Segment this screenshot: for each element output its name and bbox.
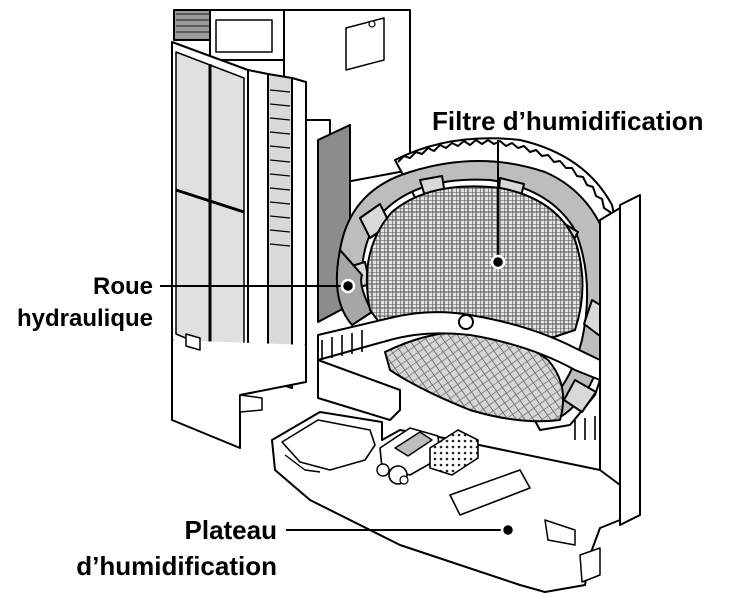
unit-housing bbox=[171, 9, 411, 449]
tray-label-line1: Plateau bbox=[184, 515, 278, 545]
wheel-leader-dot bbox=[340, 278, 356, 294]
tray-label: Plateau d’humidification bbox=[76, 517, 277, 579]
water-tray bbox=[271, 411, 621, 593]
filter-label: Filtre d’humidification bbox=[432, 106, 704, 136]
tray-leader-dot bbox=[500, 522, 516, 538]
water-wheel-label-line1: Roue bbox=[93, 273, 153, 300]
water-wheel-label: Roue hydraulique bbox=[17, 275, 153, 331]
filter-frame bbox=[317, 194, 641, 526]
humidifying-filter bbox=[365, 185, 584, 423]
filter-leader-dot bbox=[490, 254, 506, 270]
water-wheel-label-line2: hydraulique bbox=[16, 305, 153, 332]
callout-lines bbox=[160, 140, 516, 538]
tray-label-line2: d’humidification bbox=[76, 551, 277, 581]
